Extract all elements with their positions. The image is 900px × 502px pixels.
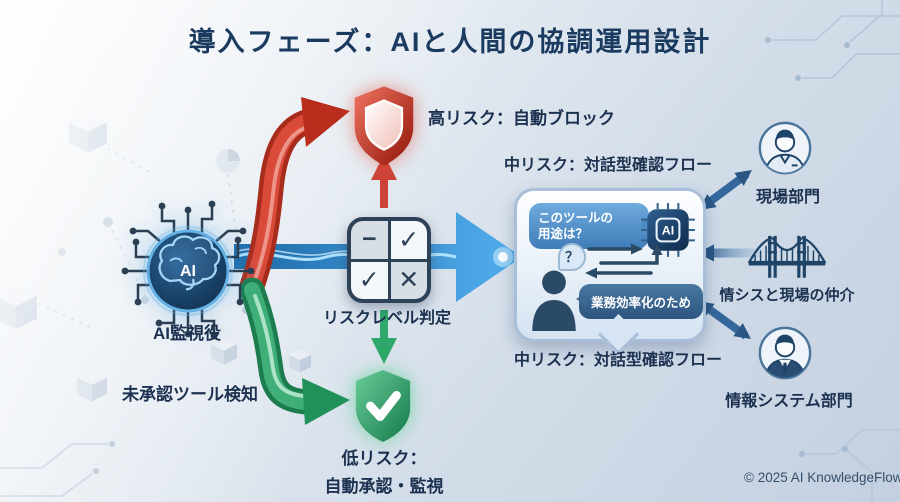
exchange-arrows-icon — [585, 243, 663, 279]
green-shield-check-icon — [355, 370, 411, 442]
medium-risk-top-label: 中リスク：対話型確認フロー — [504, 157, 713, 174]
ai-brain-circuit-icon: AI — [121, 200, 255, 340]
bridge-label: 情シスと現場の仲介 — [719, 287, 855, 304]
copyright-text: © 2025 AI KnowledgeFlow — [744, 470, 900, 485]
it-dept-label: 情報システム部門 — [725, 393, 853, 410]
matrix-cell-cross: ✕ — [390, 261, 427, 299]
businessman-avatar-icon — [758, 326, 812, 380]
field-dept-label: 現場部門 — [755, 189, 821, 206]
red-shield-icon — [354, 86, 414, 166]
circuit-nodes — [121, 200, 255, 340]
question-mark-bubble: ？ — [558, 243, 586, 271]
circuit-traces — [128, 207, 248, 333]
risk-judge-label: リスクレベル判定 — [322, 310, 452, 327]
low-risk-line1: 低リスク： — [341, 449, 427, 468]
dialog-box: このツールの 用途は？ AI — [514, 188, 706, 342]
ai-chip-icon: AI — [641, 203, 695, 257]
page-title: 導入フェーズ：AIと人間の協調運用設計 — [188, 27, 712, 57]
question-mark: ？ — [565, 249, 579, 265]
matrix-cell-check-2: ✓ — [351, 261, 388, 299]
person-silhouette-icon — [532, 270, 576, 331]
low-risk-label: 低リスク： 自動承認・監視 — [325, 444, 444, 497]
bridge-icon — [747, 235, 827, 278]
question-line1: このツールの — [538, 211, 614, 225]
answer-text: 業務効率化のため — [590, 296, 691, 310]
answer-bubble: 業務効率化のため — [576, 284, 703, 319]
brain-outline — [158, 235, 221, 291]
medium-risk-bottom-label: 中リスク：対話型確認フロー — [514, 352, 723, 369]
question-bubble: このツールの 用途は？ — [529, 203, 652, 249]
low-risk-line2: 自動承認・監視 — [324, 477, 444, 496]
unapproved-tool-label: 未承認ツール検知 — [122, 385, 258, 404]
matrix-cell-check-1: ✓ — [390, 221, 427, 259]
ai-monitor-label: AI監視役 — [153, 324, 221, 343]
ai-node-label: AI — [180, 263, 196, 280]
risk-matrix-icon: − ✓ ✓ ✕ — [347, 217, 431, 303]
question-line2: 用途は？ — [538, 227, 589, 241]
high-risk-label: 高リスク：自動ブロック — [428, 109, 615, 128]
chip-label: AI — [662, 224, 674, 238]
person-avatar-icon — [758, 121, 812, 175]
matrix-cell-minus: − — [351, 221, 388, 259]
